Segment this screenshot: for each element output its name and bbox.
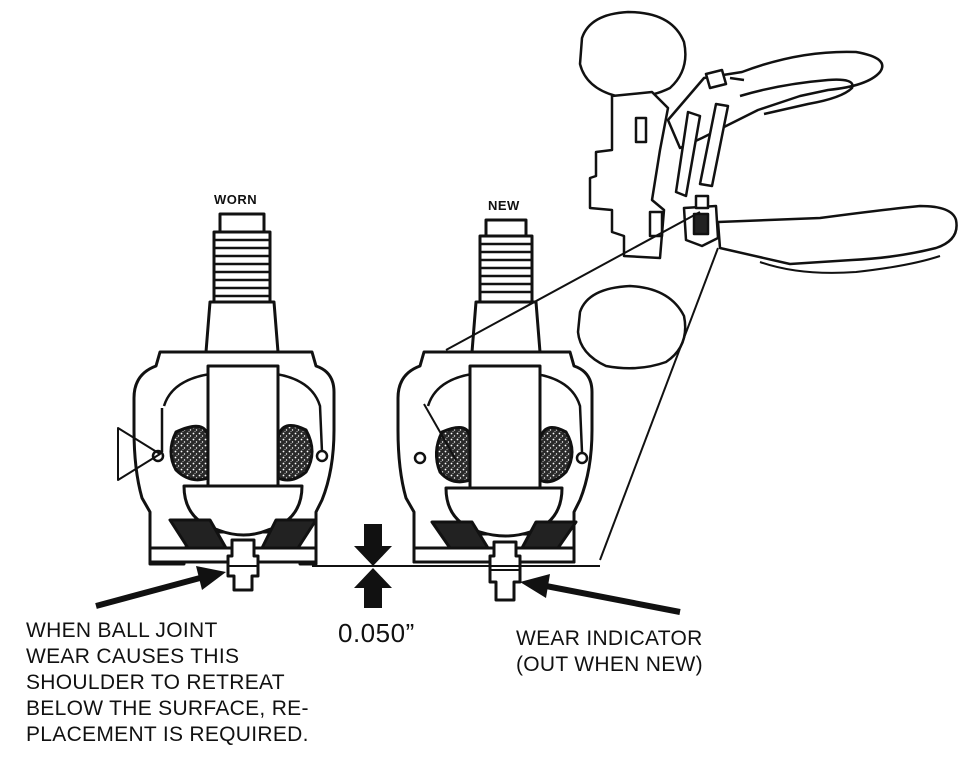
right-pointer-arrow: [520, 574, 681, 615]
suspension-assembly: [576, 10, 958, 370]
left-caption-line: SHOULDER TO RETREAT: [26, 671, 285, 694]
new-threaded-stud: [470, 218, 542, 354]
worn-rubber-right: [276, 424, 314, 482]
new-ball-joint: [396, 218, 594, 602]
measurement-label: 0.050”: [338, 618, 415, 648]
worn-threaded-stud: [204, 212, 280, 354]
right-caption-line: (OUT WHEN NEW): [516, 653, 703, 676]
worn-ball-joint: [117, 212, 336, 592]
new-ball: [444, 486, 564, 538]
left-caption-line: PLACEMENT IS REQUIRED.: [26, 723, 309, 746]
new-rubber-right: [538, 426, 574, 484]
right-caption-line: WEAR INDICATOR: [516, 627, 703, 650]
left-caption-line: WEAR CAUSES THIS: [26, 645, 240, 668]
left-pointer-arrow: [95, 566, 226, 609]
worn-rubber-left: [169, 424, 210, 482]
worn-ball: [182, 484, 304, 537]
worn-label: WORN: [214, 192, 258, 207]
new-label: NEW: [488, 198, 520, 213]
left-caption-line: WHEN BALL JOINT: [26, 619, 218, 642]
magnification-lines: [445, 211, 719, 561]
left-caption-line: BELOW THE SURFACE, RE-: [26, 697, 309, 720]
measurement-arrows: [354, 524, 392, 608]
right-caption: WEAR INDICATOR (OUT WHEN NEW): [516, 626, 703, 678]
left-caption: WHEN BALL JOINT WEAR CAUSES THIS SHOULDE…: [26, 618, 309, 748]
